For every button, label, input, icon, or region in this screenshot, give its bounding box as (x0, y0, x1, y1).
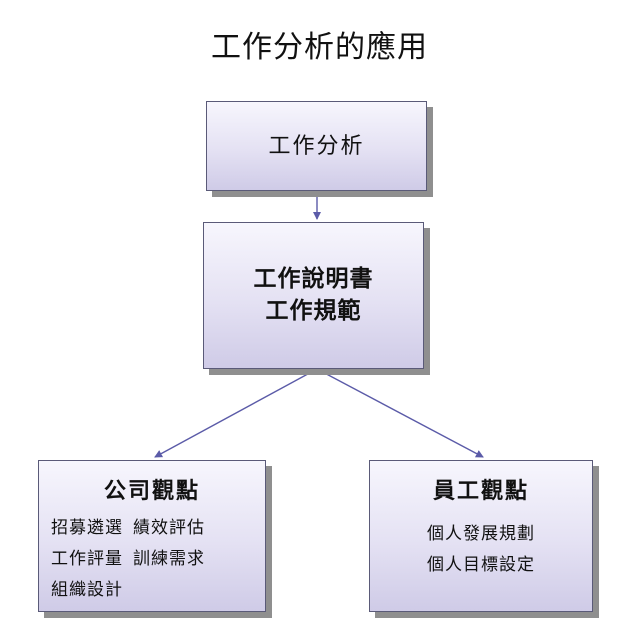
node-job-description-line2: 工作規範 (265, 298, 362, 324)
company-item: 招募遴選 (51, 518, 123, 538)
company-item: 組織設計 (51, 580, 123, 600)
company-view-items: 招募遴選績效評估 工作評量訓練需求 組織設計 (39, 513, 265, 606)
node-job-analysis-label: 工作分析 (268, 134, 365, 159)
employee-view-items: 個人發展規劃 個人目標設定 (370, 519, 592, 581)
employee-view-heading: 員工觀點 (432, 479, 529, 504)
arrow-spec-to-company (154, 368, 318, 458)
node-job-description-line1: 工作說明書 (253, 266, 374, 292)
diagram-title: 工作分析的應用 (211, 30, 428, 65)
employee-item: 個人目標設定 (427, 555, 535, 575)
company-item: 訓練需求 (133, 549, 205, 569)
arrow-spec-to-employee (316, 368, 484, 458)
company-view-heading: 公司觀點 (103, 479, 200, 504)
company-item: 工作評量 (51, 549, 123, 569)
employee-item: 個人發展規劃 (427, 524, 535, 544)
company-item: 績效評估 (133, 518, 205, 538)
node-employee-view: 員工觀點 個人發展規劃 個人目標設定 (369, 460, 593, 612)
node-job-description: 工作說明書 工作規範 (203, 222, 424, 369)
node-company-view: 公司觀點 招募遴選績效評估 工作評量訓練需求 組織設計 (38, 460, 266, 612)
node-job-analysis: 工作分析 (206, 101, 427, 191)
